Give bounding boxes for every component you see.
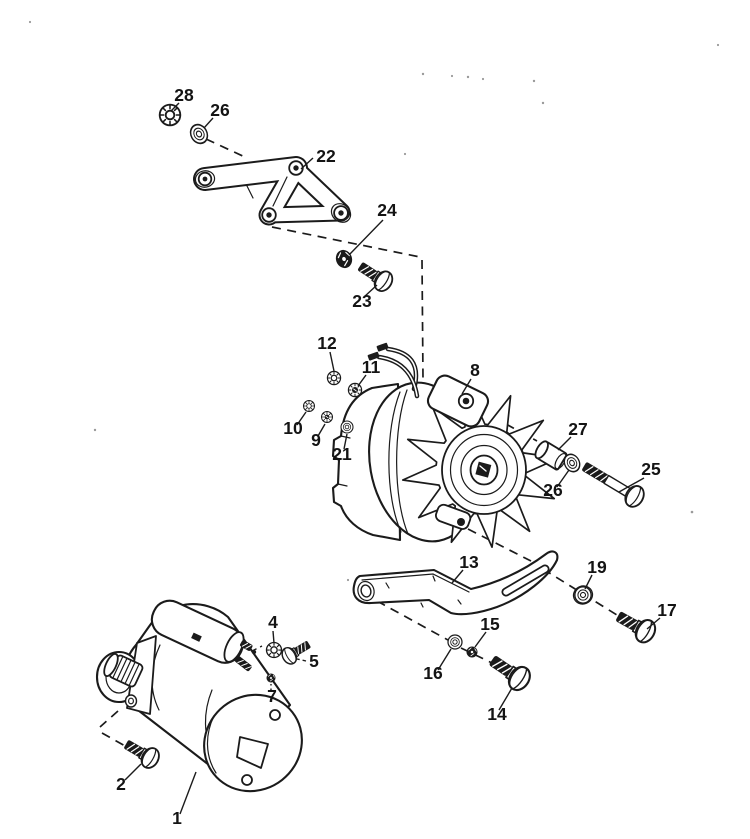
upper-mounting-bracket-22	[193, 156, 352, 226]
callout-leader-23-4	[363, 284, 378, 298]
callout-leader-14-19	[498, 687, 513, 711]
callout-11: 11	[362, 357, 381, 377]
callout-12: 12	[317, 333, 337, 353]
callout-16: 16	[423, 663, 443, 683]
callout-leader-28-0	[170, 102, 180, 112]
callout-19: 19	[587, 557, 607, 577]
callout-leader-10-8	[296, 411, 307, 426]
callout-leader-26-12	[556, 469, 570, 488]
callout-26: 26	[543, 480, 563, 500]
callout-22: 22	[316, 146, 336, 166]
callout-leader-8-7	[461, 378, 472, 395]
lock-washer-15	[466, 646, 478, 658]
callout-leader-22-2	[300, 157, 314, 170]
callout-leader-13-14	[451, 569, 464, 584]
nut-12	[326, 370, 342, 386]
callout-26: 26	[210, 100, 230, 120]
callout-leader-19-15	[584, 574, 593, 590]
callout-13: 13	[459, 552, 479, 572]
flange-nut-28	[158, 103, 182, 127]
starter-motor-1	[95, 599, 303, 793]
bolt-25	[577, 455, 649, 512]
bolt-17	[611, 604, 660, 647]
callout-15: 15	[480, 614, 500, 634]
callout-leader-2-23	[124, 763, 142, 781]
callout-leader-27-11	[557, 436, 572, 451]
nut-9	[321, 411, 333, 423]
callout-leader-17-16	[646, 617, 661, 630]
callout-25: 25	[641, 459, 661, 479]
callout-7: 7	[267, 686, 277, 706]
callout-21: 21	[332, 444, 352, 464]
callout-8: 8	[470, 360, 480, 380]
callout-leader-15-18	[474, 631, 487, 648]
callout-leader-16-17	[437, 648, 452, 671]
callout-14: 14	[487, 704, 507, 724]
callout-27: 27	[568, 419, 587, 439]
callout-17: 17	[657, 600, 676, 620]
callout-10: 10	[283, 418, 303, 438]
callout-1: 1	[172, 808, 182, 828]
callout-leader-24-3	[348, 219, 384, 256]
callout-24: 24	[377, 200, 397, 220]
callout-9: 9	[311, 430, 321, 450]
callout-leader-25-13	[618, 477, 645, 493]
callout-leader-26-1	[203, 117, 214, 129]
lock-washer-24	[332, 246, 356, 272]
nut-7	[266, 673, 276, 683]
callout-leader-9-9	[317, 423, 326, 437]
bolt-14	[484, 648, 536, 696]
callout-5: 5	[309, 651, 319, 671]
nut-10	[303, 400, 315, 412]
callout-4: 4	[268, 612, 278, 632]
callout-leader-11-6	[357, 374, 367, 387]
bolt-23	[353, 256, 397, 296]
alternator-8	[331, 342, 561, 549]
callout-leader-1-24	[179, 771, 197, 815]
washer-21	[340, 420, 354, 434]
nut-11	[347, 382, 363, 398]
scan-noise	[28, 20, 720, 582]
callout-leader-4-20	[272, 630, 275, 644]
assembly-axis-lines	[99, 138, 626, 748]
callout-leader-5-21	[296, 658, 307, 662]
callout-leader-12-5	[329, 351, 335, 372]
bolt-2	[119, 734, 164, 772]
callout-28: 28	[174, 85, 194, 105]
callout-23: 23	[352, 291, 372, 311]
washer-16	[447, 634, 463, 650]
adjusting-brace-13	[352, 550, 559, 616]
flange-nut-4	[265, 641, 283, 659]
callout-2: 2	[116, 774, 126, 794]
callout-leader-21-10	[343, 433, 348, 450]
washer-19	[572, 585, 594, 605]
